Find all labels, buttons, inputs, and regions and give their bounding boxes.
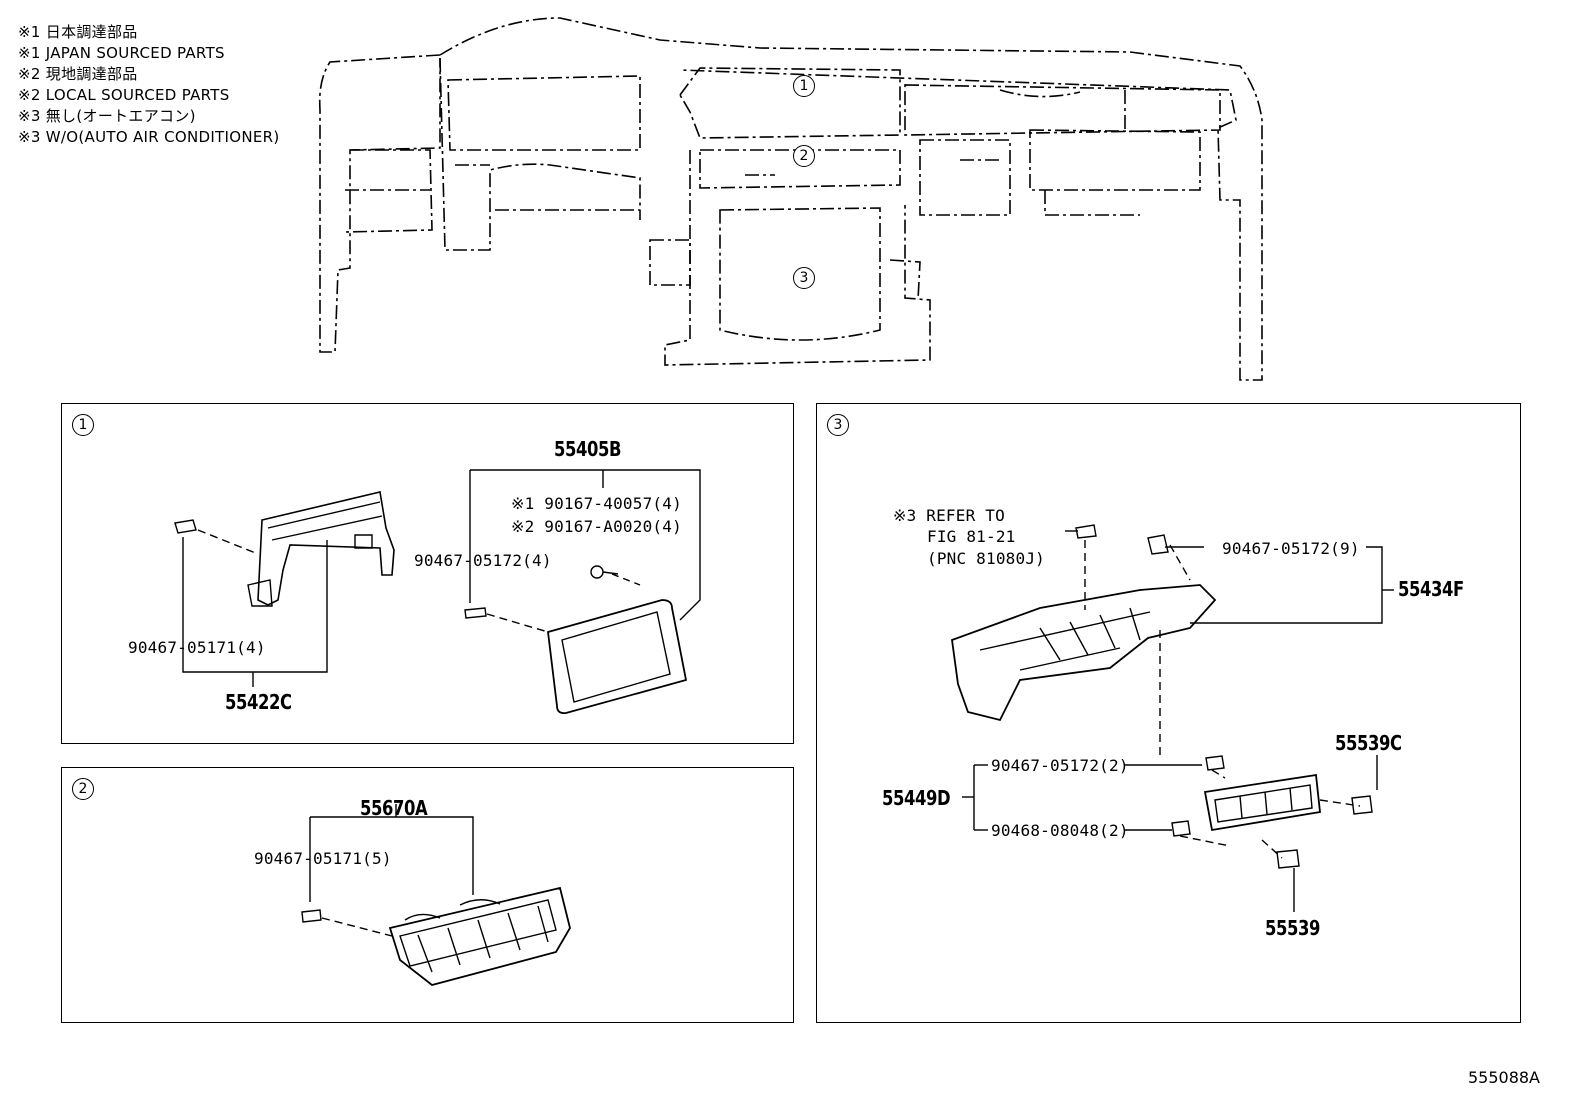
- refer-note-line-3: (PNC 81080J): [927, 549, 1045, 568]
- part-number-55405B: 55405B: [554, 437, 622, 461]
- legend-line-5: ※3 無し(オートエアコン): [18, 107, 196, 125]
- part-number-55449D: 55449D: [882, 786, 951, 810]
- panel2-artwork: [301, 804, 571, 986]
- panel3-artwork: [951, 524, 1394, 912]
- part-number-55539: 55539: [1265, 916, 1321, 940]
- legend-line-3: ※2 現地調達部品: [18, 65, 138, 83]
- part-number-55422C: 55422C: [225, 690, 292, 714]
- overview-callout-1: 1: [793, 75, 815, 97]
- legend-line-4: ※2 LOCAL SOURCED PARTS: [18, 86, 230, 104]
- part-number-55539C: 55539C: [1335, 731, 1402, 755]
- legend-line-1: ※1 日本調達部品: [18, 23, 138, 41]
- figure-id: 555088A: [1467, 1068, 1540, 1087]
- refer-note-line-2: FIG 81-21: [927, 527, 1016, 546]
- legend-line-2: ※1 JAPAN SOURCED PARTS: [18, 44, 225, 62]
- panel-1: 1: [61, 403, 794, 744]
- clip-label-05172-2: 90467-05172(2): [991, 756, 1129, 775]
- panel-3-index: 3: [827, 414, 849, 436]
- legend: ※1 日本調達部品 ※1 JAPAN SOURCED PARTS ※2 現地調達…: [18, 22, 280, 148]
- panel-3: 3: [816, 403, 1521, 1023]
- overview-callout-2: 2: [793, 145, 815, 167]
- dashboard-outline: [318, 17, 1263, 381]
- legend-line-6: ※3 W/O(AUTO AIR CONDITIONER): [18, 128, 280, 146]
- part-number-55670A: 55670A: [360, 796, 428, 820]
- panel-2-index: 2: [72, 778, 94, 800]
- part-number-55434F: 55434F: [1398, 577, 1464, 601]
- clip-label-local: ※2 90167-A0020(4): [511, 517, 682, 536]
- clip-label-05172-9: 90467-05172(9): [1222, 539, 1360, 558]
- panel-1-index: 1: [72, 414, 94, 436]
- panel-2: 2: [61, 767, 794, 1023]
- refer-note-line-1: ※3 REFER TO: [893, 506, 1005, 525]
- clip-label-08048-2: 90468-08048(2): [991, 821, 1129, 840]
- panel1-artwork: [174, 469, 701, 715]
- clip-label-05172-4: 90467-05172(4): [414, 551, 552, 570]
- clip-label-05171-5: 90467-05171(5): [254, 849, 392, 868]
- clip-label-japan: ※1 90167-40057(4): [511, 494, 682, 513]
- overview-callout-3: 3: [793, 267, 815, 289]
- clip-label-05171-4: 90467-05171(4): [128, 638, 266, 657]
